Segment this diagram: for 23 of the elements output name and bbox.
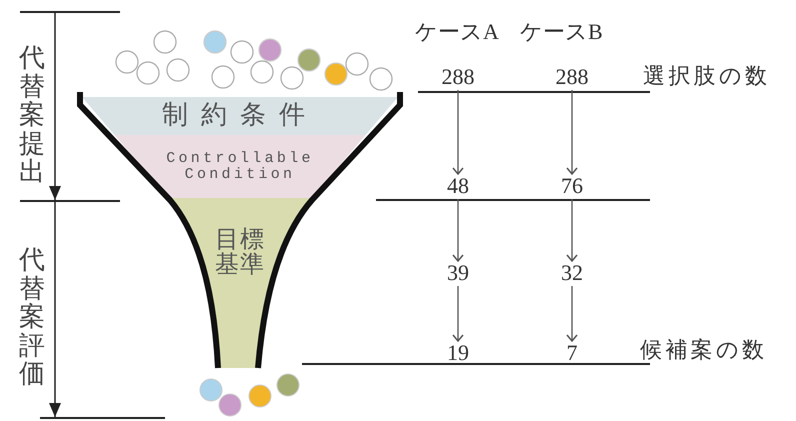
count-value: 7 bbox=[550, 342, 594, 364]
count-value: 76 bbox=[550, 175, 594, 197]
arrow bbox=[452, 199, 464, 262]
column-header: ケースA bbox=[415, 20, 499, 44]
count-value: 48 bbox=[436, 175, 480, 197]
band-label: 目標基準 bbox=[214, 228, 266, 278]
arrow bbox=[566, 286, 578, 342]
vertical-label: 代替案提出 bbox=[19, 44, 45, 187]
count-value: 288 bbox=[436, 66, 480, 88]
row-label: 選択肢の数 bbox=[643, 64, 770, 88]
count-value: 32 bbox=[550, 262, 594, 284]
arrow bbox=[566, 199, 578, 262]
arrow bbox=[452, 90, 464, 175]
arrow bbox=[452, 286, 464, 342]
column-header: ケースB bbox=[520, 20, 603, 44]
band-label: 制約条件 bbox=[162, 101, 318, 129]
band-label: Controllable Condition bbox=[165, 150, 315, 182]
count-value: 19 bbox=[436, 342, 480, 364]
count-value: 288 bbox=[550, 66, 594, 88]
arrow bbox=[566, 90, 578, 175]
count-value: 39 bbox=[436, 262, 480, 284]
row-label: 候補案の数 bbox=[640, 338, 768, 362]
vertical-label: 代替案評価 bbox=[19, 246, 45, 389]
